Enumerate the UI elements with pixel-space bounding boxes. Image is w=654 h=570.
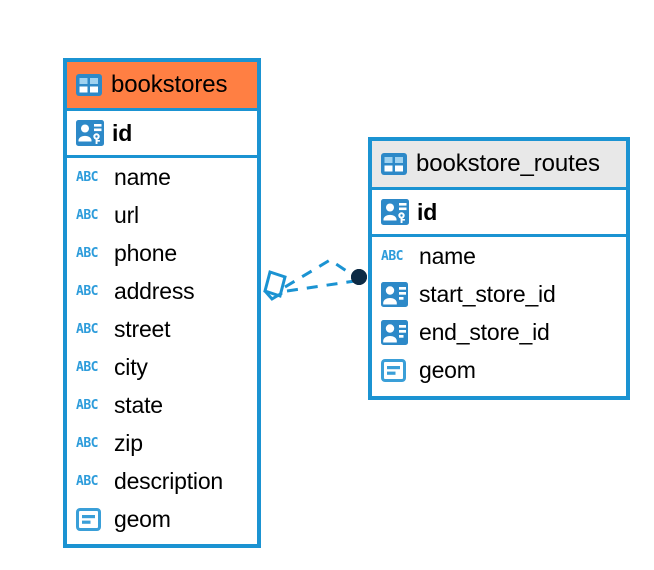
abc-icon: ABC: [76, 473, 98, 489]
geometry-icon: [76, 507, 106, 531]
field-label: geom: [419, 356, 476, 383]
field-label: name: [419, 242, 476, 269]
abc-icon: ABC: [76, 359, 98, 375]
abc-icon: ABC: [76, 245, 98, 261]
field-row-address[interactable]: ABC address: [67, 272, 257, 310]
field-label: start_store_id: [419, 280, 556, 307]
primary-key-divider: [372, 234, 626, 237]
field-row-zip[interactable]: ABC zip: [67, 424, 257, 462]
primary-key-divider: [67, 155, 257, 158]
field-row-name[interactable]: ABC name: [372, 237, 626, 275]
entity-title: bookstores: [111, 71, 228, 98]
table-icon: [76, 74, 102, 96]
field-row-primary-key[interactable]: id: [372, 190, 626, 234]
field-row-state[interactable]: ABC state: [67, 386, 257, 424]
entity-header-bookstores: bookstores: [67, 62, 257, 108]
field-row-description[interactable]: ABC description: [67, 462, 257, 500]
relationship-line-upper: [284, 258, 358, 289]
abc-icon: ABC: [76, 435, 98, 451]
field-label: state: [114, 391, 163, 418]
primary-key-icon: [381, 199, 409, 225]
field-label: phone: [114, 239, 177, 266]
foreign-key-icon: [381, 281, 411, 307]
table-icon: [381, 153, 407, 175]
rhombus-marker: [263, 270, 287, 301]
abc-icon: ABC: [76, 283, 98, 299]
field-list-bookstore-routes: ABC name start_store_id: [372, 237, 626, 389]
field-row-city[interactable]: ABC city: [67, 348, 257, 386]
entity-header-bookstore-routes: bookstore_routes: [372, 141, 626, 187]
geometry-icon: [381, 358, 411, 382]
primary-key-icon: [76, 120, 104, 146]
relationship-line-lower: [286, 279, 356, 293]
field-row-primary-key[interactable]: id: [67, 111, 257, 155]
field-row-name[interactable]: ABC name: [67, 158, 257, 196]
header-divider: [67, 108, 257, 111]
abc-icon: ABC: [76, 397, 98, 413]
field-label: end_store_id: [419, 318, 550, 345]
field-row-geom[interactable]: geom: [372, 351, 626, 389]
field-row-phone[interactable]: ABC phone: [67, 234, 257, 272]
abc-icon: ABC: [76, 321, 98, 337]
field-row-geom[interactable]: geom: [67, 500, 257, 538]
field-label: id: [112, 119, 133, 146]
field-label: geom: [114, 505, 171, 532]
field-label: zip: [114, 429, 143, 456]
filled-circle-marker: [351, 269, 367, 285]
header-divider: [372, 187, 626, 190]
field-label: street: [114, 315, 171, 342]
abc-icon: ABC: [381, 248, 403, 264]
entity-bookstore-routes[interactable]: bookstore_routes id: [368, 137, 630, 400]
field-label: url: [114, 201, 139, 228]
foreign-key-icon: [381, 319, 411, 345]
field-row-start-store-id[interactable]: start_store_id: [372, 275, 626, 313]
field-label: id: [417, 198, 438, 225]
field-label: name: [114, 163, 171, 190]
filled-circle-marker: [351, 269, 367, 285]
entity-bookstores[interactable]: bookstores id: [63, 58, 261, 548]
field-label: address: [114, 277, 195, 304]
abc-icon: ABC: [76, 207, 98, 223]
field-list-bookstores: ABC name ABC url ABC phone ABC address A…: [67, 158, 257, 538]
abc-icon: ABC: [76, 169, 98, 185]
field-row-street[interactable]: ABC street: [67, 310, 257, 348]
field-label: description: [114, 467, 224, 494]
field-row-end-store-id[interactable]: end_store_id: [372, 313, 626, 351]
field-row-url[interactable]: ABC url: [67, 196, 257, 234]
entity-title: bookstore_routes: [416, 150, 600, 177]
field-label: city: [114, 353, 148, 380]
